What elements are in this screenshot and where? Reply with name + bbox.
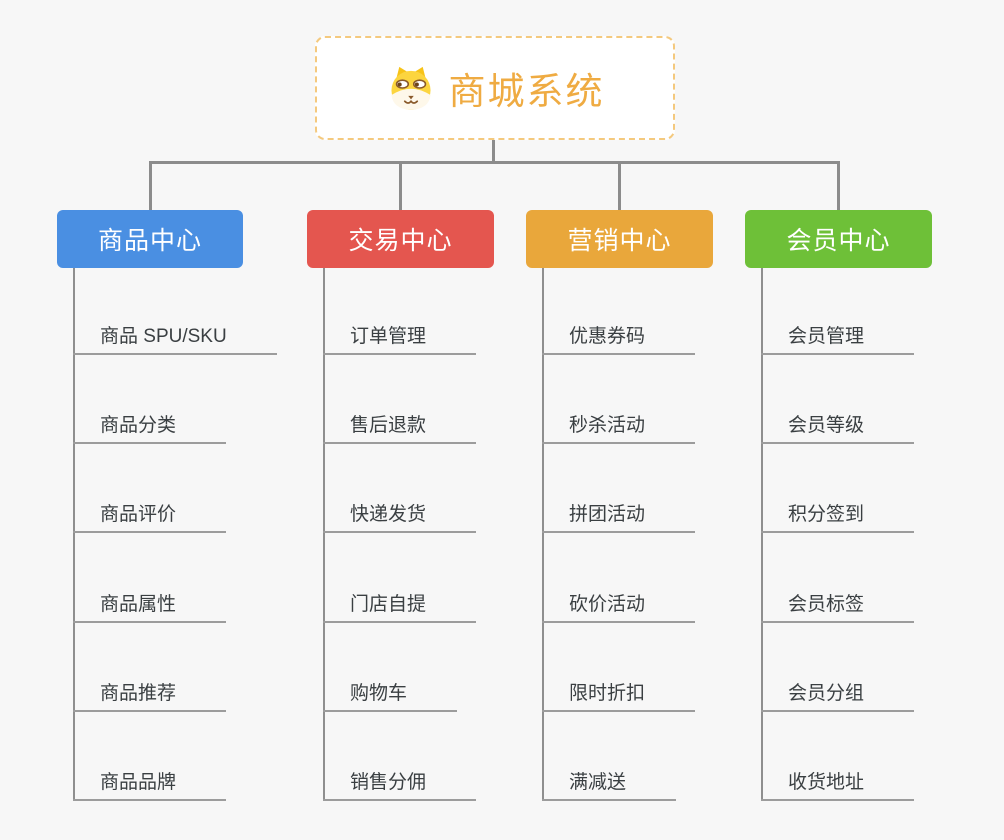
leaf-item[interactable]: 门店自提 <box>323 581 477 623</box>
leaf-item[interactable]: 购物车 <box>323 670 458 712</box>
leaf-item[interactable]: 商品属性 <box>73 581 227 623</box>
connector-drop-trade <box>399 161 402 210</box>
branch-spine-trade <box>323 268 325 799</box>
leaf-item[interactable]: 积分签到 <box>761 491 915 533</box>
connector-drop-product <box>149 161 152 210</box>
connector-drop-member <box>837 161 840 210</box>
leaf-item[interactable]: 订单管理 <box>323 313 477 355</box>
leaf-item[interactable]: 会员等级 <box>761 402 915 444</box>
connector-root-vertical <box>492 140 495 163</box>
leaf-item[interactable]: 商品分类 <box>73 402 227 444</box>
leaf-item[interactable]: 秒杀活动 <box>542 402 696 444</box>
root-node-mall-system[interactable]: 商城系统 <box>315 36 675 140</box>
leaf-item[interactable]: 优惠券码 <box>542 313 696 355</box>
branch-spine-member <box>761 268 763 799</box>
leaf-item[interactable]: 商品推荐 <box>73 670 227 712</box>
connector-drop-marketing <box>618 161 621 210</box>
root-title: 商城系统 <box>448 71 605 112</box>
leaf-item[interactable]: 商品评价 <box>73 491 227 533</box>
branch-spine-marketing <box>542 268 544 799</box>
leaf-item[interactable]: 收货地址 <box>761 759 915 801</box>
branch-node-marketing-center[interactable]: 营销中心 <box>526 210 713 268</box>
leaf-item[interactable]: 满减送 <box>542 759 677 801</box>
dog-icon <box>390 66 431 110</box>
branch-node-trade-center[interactable]: 交易中心 <box>307 210 494 268</box>
leaf-item[interactable]: 商品品牌 <box>73 759 227 801</box>
leaf-item[interactable]: 会员管理 <box>761 313 915 355</box>
leaf-item[interactable]: 快递发货 <box>323 491 477 533</box>
branch-spine-product <box>73 268 75 799</box>
leaf-item[interactable]: 限时折扣 <box>542 670 696 712</box>
connector-horizontal-bus <box>149 161 840 164</box>
leaf-item[interactable]: 售后退款 <box>323 402 477 444</box>
leaf-item[interactable]: 拼团活动 <box>542 491 696 533</box>
leaf-item[interactable]: 砍价活动 <box>542 581 696 623</box>
branch-node-product-center[interactable]: 商品中心 <box>57 210 243 268</box>
leaf-item[interactable]: 会员分组 <box>761 670 915 712</box>
branch-node-member-center[interactable]: 会员中心 <box>745 210 932 268</box>
leaf-item[interactable]: 商品 SPU/SKU <box>73 313 277 355</box>
leaf-item[interactable]: 销售分佣 <box>323 759 477 801</box>
leaf-item[interactable]: 会员标签 <box>761 581 915 623</box>
